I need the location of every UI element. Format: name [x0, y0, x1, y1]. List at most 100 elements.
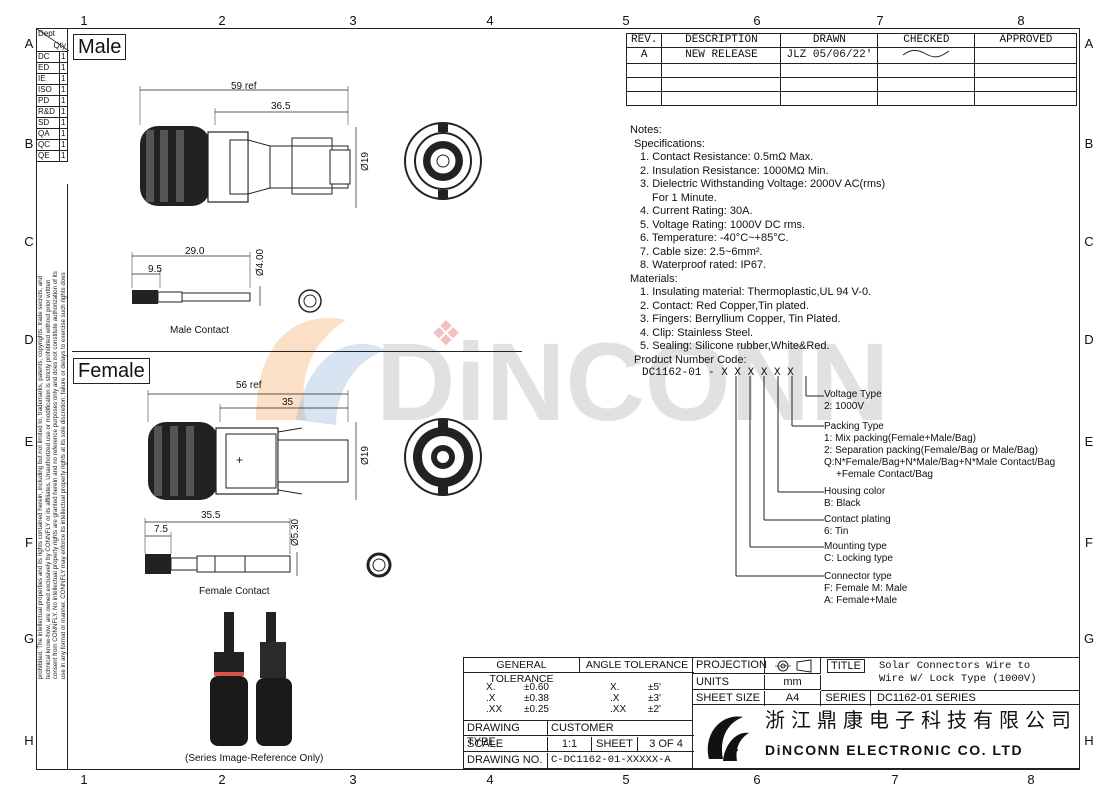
pn-line: 1: Mix packing(Female+Male/Bag) — [824, 433, 977, 444]
projection-label: PROJECTION — [693, 658, 767, 674]
rev-header: REV. — [625, 33, 663, 48]
female-contact-end-view — [366, 552, 392, 578]
revision-table: REV. DESCRIPTION DRAWN CHECKED APPROVED … — [625, 33, 1078, 106]
scale-value: 1:1 — [548, 737, 592, 752]
pn-line: +Female Contact/Bag — [836, 469, 933, 480]
svg-text:+: + — [236, 453, 243, 467]
pn-line: C: Locking type — [824, 553, 893, 564]
drawing-info-box: DRAWING TYPE CUSTOMER SCALE 1:1 SHEET 3 … — [463, 721, 694, 769]
spec-heading: Specifications: — [634, 137, 705, 150]
pn-line: F: Female M: Male — [824, 583, 908, 594]
rev-header: DRAWN — [780, 33, 879, 48]
dept-name: QC — [36, 139, 60, 151]
angle-tolerance-values: X.±5' .X±3' .XX±2' — [610, 682, 661, 715]
row-label: D — [1084, 332, 1094, 347]
general-tolerance-label: GENERAL TOLERANCE — [464, 658, 580, 685]
material-item: 2. Contact: Red Copper,Tin plated. — [640, 299, 809, 312]
pn-connector: Connector type F: Female M: Male A: Fema… — [824, 571, 907, 607]
rev-cell: JLZ 05/06/22' — [780, 47, 879, 64]
male-contact-end-view — [298, 289, 322, 313]
units-value: mm — [765, 675, 821, 690]
female-dim-body: 35 — [282, 397, 294, 408]
female-contact-drawing — [144, 518, 298, 576]
row-label: F — [25, 535, 33, 550]
dept-name: DC — [36, 51, 60, 63]
rev-cell: NEW RELEASE — [661, 47, 782, 64]
pn-title: Voltage Type — [824, 389, 882, 400]
disclaimer-text: The information provided herein is from … — [37, 271, 67, 680]
row-label: C — [1084, 234, 1094, 249]
series-value: DC1162-01 SERIES — [871, 690, 1080, 706]
pn-code: DC1162-01 - X X X X X X — [642, 367, 794, 379]
rev-cell-checked — [877, 47, 976, 64]
material-item: 5. Sealing: Silicone rubber,White&Red. — [640, 340, 830, 352]
notes-block: Notes: Specifications: 1. Contact Resist… — [630, 124, 885, 381]
watermark-text: DiNCONN — [376, 321, 889, 440]
product-photo — [210, 612, 292, 746]
sheet-size-label: SHEET SIZE — [693, 691, 765, 706]
material-item: 4. Clip: Stainless Steel. — [640, 326, 754, 339]
spec-item: 2. Insulation Resistance: 1000MΩ Min. — [640, 164, 829, 177]
pn-packing: Packing Type 1: Mix packing(Female+Male/… — [824, 421, 1055, 481]
pn-line: B: Black — [824, 498, 861, 509]
pn-mounting: Mounting type C: Locking type — [824, 541, 893, 565]
signature-mark — [903, 49, 950, 58]
dept-qty: 1 — [58, 117, 69, 129]
col-label: 1 — [80, 13, 88, 28]
material-item: 1. Insulating material: Thermoplastic,UL… — [640, 286, 872, 298]
dept-header: Dept — [38, 29, 55, 38]
row-label: G — [1083, 631, 1095, 646]
row-label: A — [24, 36, 34, 51]
row-label: A — [1084, 36, 1094, 51]
female-connector-drawing: + — [147, 390, 357, 500]
dept-name: ISO — [36, 84, 60, 96]
col-label: 7 — [891, 772, 899, 787]
pn-line: 2: 1000V — [824, 401, 865, 412]
pn-heading: Product Number Code: — [634, 353, 747, 366]
row-label: C — [24, 234, 34, 249]
female-contact-dim-length: 35.5 — [201, 510, 221, 521]
male-section-title: Male — [73, 34, 127, 60]
col-label: 5 — [622, 13, 630, 28]
scale-label: SCALE — [464, 737, 548, 752]
male-dim-body: 36.5 — [271, 101, 291, 112]
spec-item: 5. Voltage Rating: 1000V DC rms. — [640, 218, 806, 231]
pn-plating: Contact plating 6: Tin — [824, 514, 891, 538]
col-label: 2 — [218, 772, 226, 787]
spec-item: 1. Contact Resistance: 0.5mΩ Max. — [640, 151, 814, 163]
dept-name: ED — [36, 62, 60, 74]
pn-title: Contact plating — [824, 514, 891, 525]
female-section-title: Female — [73, 358, 150, 384]
spec-item: For 1 Minute. — [652, 191, 717, 204]
row-label: B — [24, 136, 34, 151]
angle-tolerance-label: ANGLE TOLERANCE — [580, 658, 694, 673]
col-label: 6 — [753, 772, 761, 787]
col-label: 2 — [218, 13, 226, 28]
company-name-en: DiNCONN ELECTRONIC CO. LTD — [765, 742, 1024, 758]
dept-qty: 1 — [58, 139, 69, 151]
row-label: G — [23, 631, 35, 646]
watermark-logo: DiNCONN — [256, 318, 889, 440]
row-label: E — [24, 434, 34, 449]
pn-line: Q:N*Female/Bag+N*Male/Bag+N*Male Contact… — [824, 457, 1056, 468]
female-contact-dim-tip: 7.5 — [154, 524, 168, 535]
row-label: H — [24, 733, 34, 748]
pn-housing: Housing color B: Black — [824, 486, 885, 510]
dept-qty: 1 — [58, 106, 69, 118]
sheet-value: 3 OF 4 — [638, 737, 694, 752]
title-box: PROJECTION UNITS mm SHEET SIZE A4 TITLE … — [693, 657, 1080, 706]
row-label: F — [1085, 535, 1093, 550]
rev-header: DESCRIPTION — [661, 33, 782, 48]
male-connector-drawing — [139, 86, 357, 208]
material-item: 3. Fingers: Berryllium Copper, Tin Plate… — [640, 313, 841, 325]
title-value: Solar Connectors Wire to Wire W/ Lock Ty… — [879, 660, 1037, 685]
pn-line: A: Female+Male — [824, 595, 898, 606]
dept-qty: 1 — [58, 128, 69, 140]
female-dim-dia: Ø19 — [359, 446, 371, 465]
col-label: 8 — [1027, 772, 1035, 787]
row-label: H — [1084, 733, 1094, 748]
